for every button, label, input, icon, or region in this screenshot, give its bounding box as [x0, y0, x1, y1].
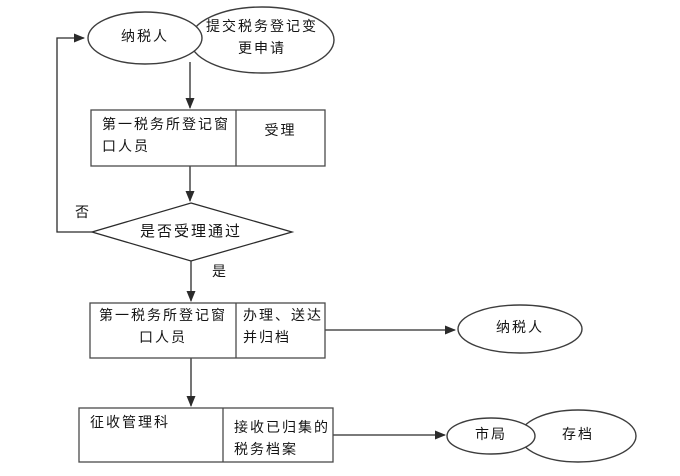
- submit-application-label: 提交税务登记变更申请: [206, 20, 318, 57]
- archive-label: 存档: [562, 428, 594, 443]
- taxpayer-result-label: 纳税人: [496, 321, 544, 336]
- receive-collected-archives-label: 接收已归集的税务档案: [234, 421, 330, 458]
- accept-label: 受理: [264, 124, 297, 139]
- rect-registration-window-2: [89, 302, 326, 359]
- rect-collection-dept: [78, 407, 334, 463]
- decision-label: 是否受理通过: [139, 224, 242, 240]
- rect-registration-window-1: [90, 109, 326, 167]
- registration-window-staff-2-label: 第一税务所登记窗口人员: [99, 309, 227, 346]
- ellipse-city-bureau: [446, 417, 536, 455]
- handle-deliver-archive-label: 办理、送达并归档: [243, 309, 323, 346]
- diamond-decision: [89, 202, 295, 262]
- arrow-no-feedback: [56, 33, 92, 233]
- taxpayer-top-label: 纳税人: [121, 30, 169, 45]
- branch-yes-label: 是: [212, 265, 228, 280]
- branch-no-label: 否: [75, 206, 91, 221]
- ellipse-taxpayer-top: [87, 11, 203, 65]
- ellipse-taxpayer-result: [457, 304, 583, 354]
- collection-management-dept-label: 征收管理科: [90, 416, 170, 431]
- city-bureau-label: 市局: [475, 428, 507, 443]
- registration-window-staff-1-label: 第一税务所登记窗口人员: [102, 118, 230, 155]
